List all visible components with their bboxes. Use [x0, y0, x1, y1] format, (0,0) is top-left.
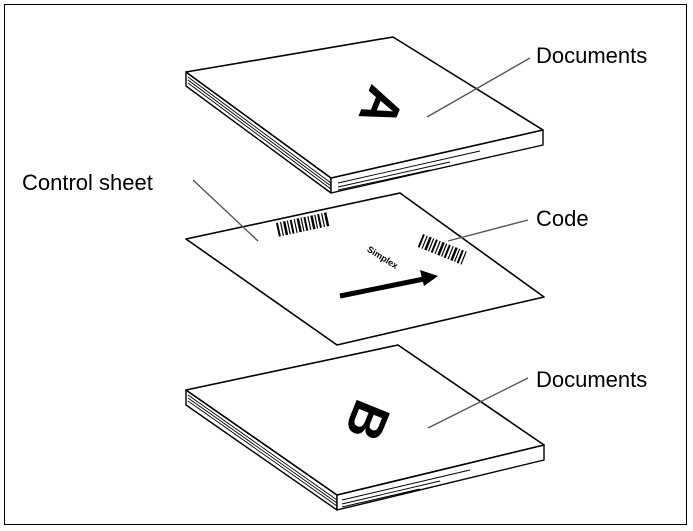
document-stack-b: B [185, 344, 545, 511]
label-documents-top: Documents [536, 43, 647, 68]
control-sheet-face [185, 192, 545, 346]
document-stack-a: A [185, 36, 544, 194]
label-documents-bottom: Documents [536, 367, 647, 392]
label-code: Code [536, 206, 589, 231]
leader-documents-top [426, 57, 531, 118]
barcode-right [417, 234, 467, 265]
control-sheet: Simplex [185, 192, 545, 346]
stack-b-top-face [185, 344, 545, 496]
leader-control-sheet [192, 179, 259, 242]
barcode-left [276, 212, 330, 237]
leader-documents-bottom [427, 377, 529, 429]
feed-direction-arrow [339, 270, 438, 299]
stack-a-top-face [185, 36, 544, 179]
label-control-sheet: Control sheet [22, 170, 153, 195]
leader-code [447, 219, 529, 242]
